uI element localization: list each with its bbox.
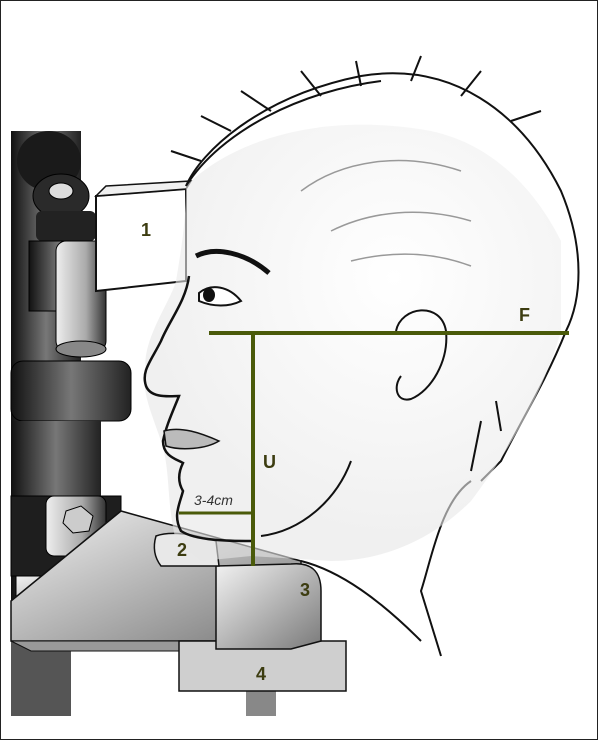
label-3: 3 bbox=[300, 581, 310, 599]
label-2: 2 bbox=[177, 541, 187, 559]
label-distance: 3-4cm bbox=[194, 493, 233, 507]
label-4: 4 bbox=[256, 665, 266, 683]
label-F: F bbox=[519, 306, 530, 324]
label-1: 1 bbox=[141, 221, 151, 239]
label-U: U bbox=[263, 453, 276, 471]
part-3-block bbox=[216, 564, 321, 649]
